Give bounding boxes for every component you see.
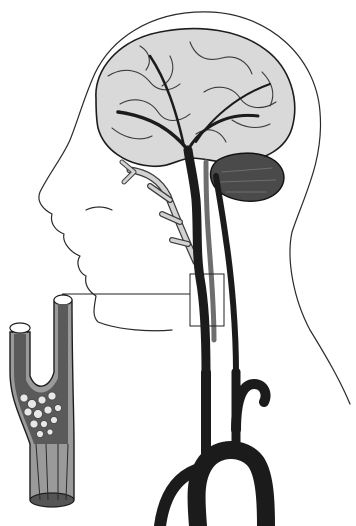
bifurcation-inset xyxy=(10,295,74,507)
aortic-arch xyxy=(160,372,266,526)
internal-carotid-lumen xyxy=(54,295,72,305)
common-carotid-lumen xyxy=(30,493,74,507)
external-carotid-lumen xyxy=(10,323,30,333)
brain xyxy=(96,29,295,167)
external-carotid-branches xyxy=(122,162,196,262)
